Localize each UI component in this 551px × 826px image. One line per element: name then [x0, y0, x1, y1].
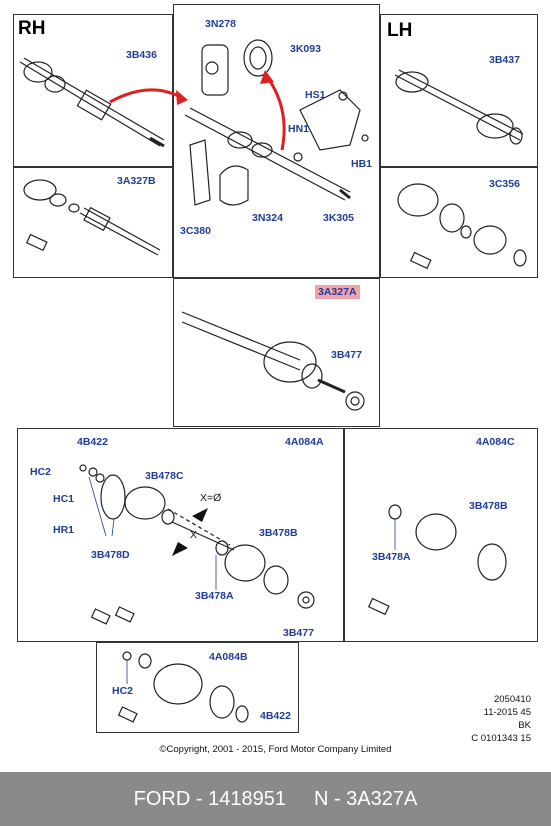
boot-kit-c-panel: [344, 428, 538, 642]
label-3b478c: 3B478C: [145, 470, 184, 482]
label-3k093: 3K093: [290, 43, 321, 55]
arrow-head-up-icon: [260, 70, 274, 84]
lh-joint-drawing: [397, 183, 527, 270]
lh-panel-bottom: [380, 167, 538, 278]
label-3a327b: 3A327B: [117, 175, 156, 187]
center-assembly-drawing: [184, 39, 369, 206]
dimension-line: [167, 508, 231, 546]
label-hr1: HR1: [53, 524, 75, 536]
label-3b478b-c: 3B478B: [469, 500, 508, 512]
label-hb1: HB1: [351, 158, 373, 170]
label-3b477-a: 3B477: [283, 627, 314, 639]
lh-heading: LH: [387, 20, 413, 41]
rh-driveshaft-drawing: [19, 57, 165, 148]
label-3b478b-a: 3B478B: [259, 527, 298, 539]
label-3b478a-c: 3B478A: [372, 551, 411, 563]
label-hc2-b: HC2: [112, 685, 134, 697]
label-4a084b: 4A084B: [209, 651, 248, 663]
label-3b478a-a: 3B478A: [195, 590, 234, 602]
label-x-dia: X=Ø: [200, 492, 222, 504]
label-3n324: 3N324: [252, 212, 283, 224]
arrow-head-right-icon: [176, 90, 188, 105]
label-3a327a-highlight: 3A327A: [315, 285, 360, 299]
label-3n278: 3N278: [205, 18, 236, 30]
rh-joint-drawing: [23, 179, 161, 256]
label-3k305: 3K305: [323, 212, 354, 224]
meta-line-1: 2050410: [494, 694, 531, 705]
lh-driveshaft-drawing: [394, 69, 524, 145]
boot-kit-panel: [17, 428, 344, 642]
transfer-arrows: [109, 77, 286, 151]
label-hc2-a: HC2: [30, 466, 52, 478]
label-3b436: 3B436: [126, 49, 157, 61]
meta-line-3: BK: [518, 720, 531, 731]
label-4a084c: 4A084C: [476, 436, 515, 448]
rh-panel-bottom: [13, 167, 173, 278]
label-3b477-shaft: 3B477: [331, 349, 362, 361]
footer-ref: N - 3A327A: [313, 787, 418, 810]
label-4a084a: 4A084A: [285, 436, 324, 448]
diagram-meta: 2050410 11-2015 45 BK C 0101343 15: [471, 693, 531, 745]
dimension-arrow-up-icon: [172, 542, 188, 556]
label-hs1: HS1: [305, 89, 326, 101]
rh-heading: RH: [18, 18, 46, 39]
leader-lines: [88, 476, 396, 684]
label-hc1: HC1: [53, 493, 75, 505]
boot-kit-b-drawing: [117, 651, 249, 723]
boot-kit-b-panel: [96, 642, 299, 733]
label-3c380: 3C380: [180, 225, 211, 237]
footer-brand-part: FORD - 1418951: [133, 787, 286, 810]
footer-bar: FORD - 1418951 N - 3A327A: [0, 772, 551, 826]
meta-line-4: C 0101343 15: [471, 733, 531, 744]
label-3b437: 3B437: [489, 54, 520, 66]
boot-kit-c-drawing: [367, 504, 507, 616]
label-3c356: 3C356: [489, 178, 520, 190]
label-x: X: [190, 529, 198, 541]
copyright: ©Copyright, 2001 - 2015, Ford Motor Comp…: [159, 744, 392, 755]
center-panel: [173, 4, 380, 278]
label-hn1: HN1: [288, 123, 310, 135]
main-shaft-drawing: [181, 311, 365, 411]
label-3b478d: 3B478D: [91, 549, 130, 561]
label-4b422-b: 4B422: [260, 710, 291, 722]
boot-kit-a-drawing: [79, 464, 315, 625]
parts-drawing: [19, 39, 527, 723]
meta-line-2: 11-2015 45: [483, 707, 531, 718]
label-4b422-a: 4B422: [77, 436, 108, 448]
dimension-arrow-down-icon: [192, 508, 208, 522]
